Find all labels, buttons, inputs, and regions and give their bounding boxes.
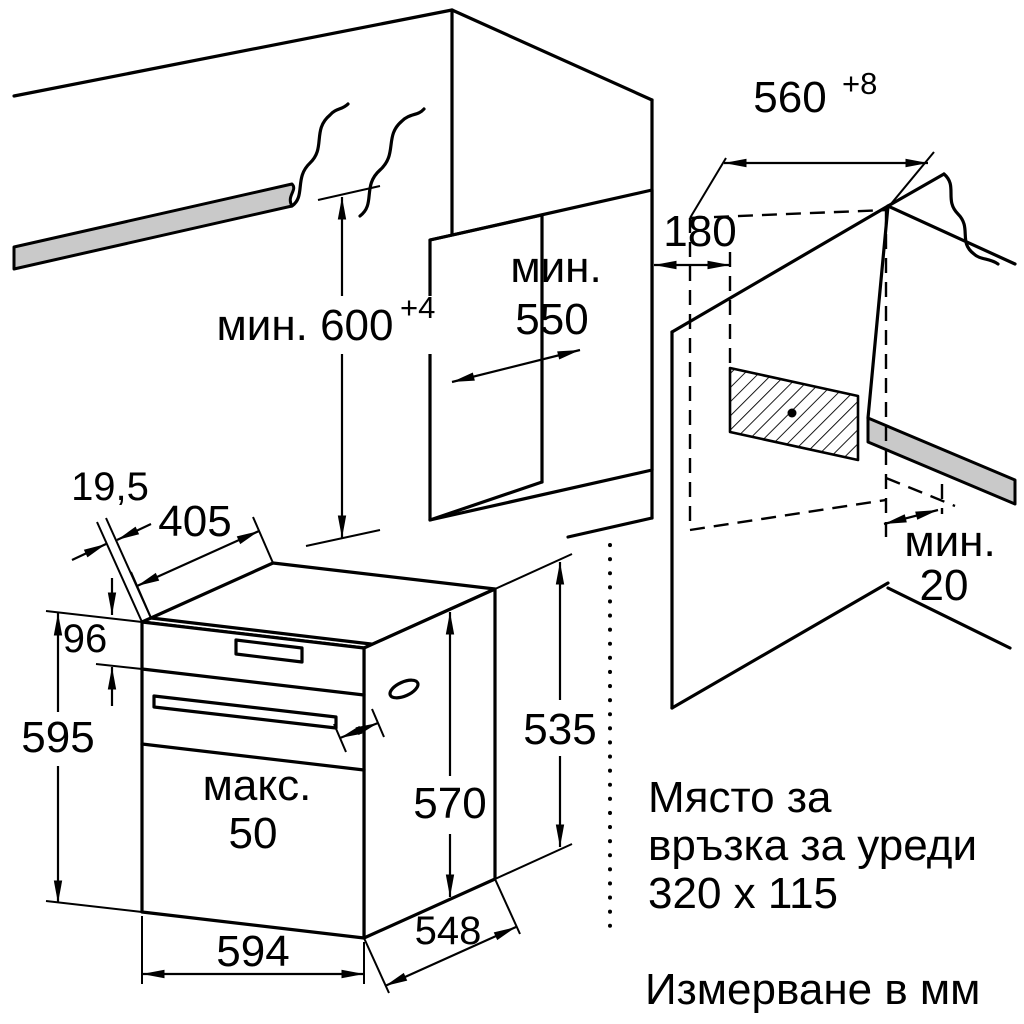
- worktop-left: [12, 102, 426, 271]
- control-panel-line: [140, 667, 366, 697]
- dim-panel-height: 96: [63, 578, 143, 706]
- side-slot: [388, 678, 420, 700]
- dim-niche-depth-prefix: мин.: [510, 243, 601, 292]
- niche-hidden-edges: [688, 208, 956, 540]
- dim-handle-protrusion-label: 50: [229, 809, 278, 858]
- dim-top-depth: 405: [130, 497, 274, 619]
- oven-top-setback-line: [149, 616, 373, 646]
- oven: [140, 561, 497, 940]
- dim-rear-gap: мин. 20: [883, 508, 996, 610]
- break-wave-left: [290, 102, 350, 208]
- dim-rear-gap-label: 20: [920, 561, 969, 610]
- dim-niche-height-tolerance: +4: [400, 290, 435, 325]
- dim-body-height: 570: [413, 612, 487, 897]
- dim-niche-width-tolerance: +8: [842, 66, 877, 101]
- dim-niche-width-label: 560: [753, 73, 826, 122]
- worktop-edge-band: [12, 182, 296, 271]
- dim-oven-height: 595: [21, 610, 143, 913]
- display-window: [234, 638, 304, 664]
- dim-niche-height-label: мин. 600: [217, 301, 394, 350]
- dim-niche-width: 560 +8: [689, 66, 935, 219]
- adjacent-unit: [670, 172, 1017, 710]
- break-wave-top-right: [942, 172, 1000, 266]
- connection-center-dot: [787, 408, 797, 418]
- units-note: Измерване в мм: [645, 965, 980, 1014]
- dim-connection-offset: 180: [654, 207, 737, 270]
- dim-niche-depth: мин. 550: [451, 243, 602, 384]
- door-gap-line: [140, 742, 366, 772]
- dim-oven-width: 594: [141, 916, 365, 984]
- dim-panel-height-label: 96: [63, 617, 108, 661]
- dim-top-depth-label: 405: [158, 497, 231, 546]
- worktop-edge-band-right: [866, 416, 1017, 506]
- connection-note: Място за връзка за уреди 320 x 115: [648, 773, 977, 918]
- connection-note-line3: 320 x 115: [648, 869, 838, 918]
- dim-side-height: 535: [494, 553, 597, 880]
- dim-top-offset-label: 19,5: [71, 465, 149, 509]
- connection-note-line1: Място за: [648, 773, 832, 822]
- dim-niche-depth-label: 550: [515, 295, 588, 344]
- dim-body-height-label: 570: [413, 779, 486, 828]
- dim-oven-depth: 548: [363, 878, 521, 994]
- break-wave-right: [358, 107, 426, 218]
- dim-side-height-label: 535: [523, 705, 596, 754]
- dim-niche-height: мин. 600 +4: [192, 185, 448, 547]
- dim-connection-offset-label: 180: [663, 207, 736, 256]
- dim-oven-depth-label: 548: [415, 909, 482, 953]
- dim-oven-width-label: 594: [216, 927, 289, 976]
- dim-oven-height-label: 595: [21, 713, 94, 762]
- dim-handle-protrusion-prefix: макс.: [203, 761, 312, 810]
- label-mask: [192, 296, 448, 354]
- dim-handle-protrusion: макс. 50: [203, 708, 385, 858]
- dim-rear-gap-prefix: мин.: [904, 517, 995, 566]
- connection-note-line2: връзка за уреди: [648, 821, 977, 870]
- oven-side-face: [362, 587, 497, 940]
- connection-cutout: [728, 366, 860, 462]
